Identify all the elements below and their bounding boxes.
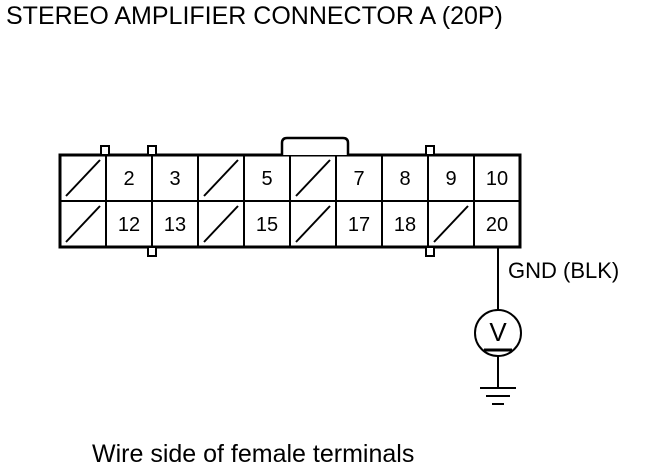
- diagram-title: STEREO AMPLIFIER CONNECTOR A (20P): [6, 2, 503, 30]
- voltmeter-symbol: V: [489, 317, 507, 347]
- ground-label: GND (BLK): [508, 258, 620, 283]
- pin-label: 5: [261, 168, 272, 190]
- unused-cavity-mark: [203, 159, 239, 197]
- pin-label: 20: [486, 214, 508, 236]
- connector-guide-tab: [100, 145, 110, 156]
- pin-label: 15: [256, 214, 278, 236]
- connector-guide-tab: [425, 145, 435, 156]
- unused-cavity-mark: [295, 205, 331, 243]
- pin-label: 2: [123, 168, 134, 190]
- pin-label: 13: [164, 214, 186, 236]
- unused-cavity-mark: [295, 159, 331, 197]
- connector-guide-tab: [147, 145, 157, 156]
- unused-cavity-mark: [65, 205, 101, 243]
- pin-label: 3: [169, 168, 180, 190]
- unused-cavity-mark: [65, 159, 101, 197]
- diagram-caption: Wire side of female terminals: [92, 440, 415, 468]
- pin-label: 18: [394, 214, 416, 236]
- pin-label: 9: [445, 168, 456, 190]
- unused-cavity-mark: [203, 205, 239, 243]
- pin-label: 12: [118, 214, 140, 236]
- connector-guide-tab: [425, 246, 435, 257]
- pin-label: 17: [348, 214, 370, 236]
- unused-cavity-mark: [433, 205, 469, 243]
- connector-lock-tab: [280, 136, 350, 155]
- connector-guide-tab: [147, 246, 157, 257]
- pin-label: 8: [399, 168, 410, 190]
- pin-label: 10: [486, 168, 508, 190]
- voltmeter-probe: V: [474, 246, 522, 405]
- pin-label: 7: [353, 168, 364, 190]
- connector-body: 2 3 5 7 8 9 10 12 13 15 17 18 20: [58, 136, 522, 257]
